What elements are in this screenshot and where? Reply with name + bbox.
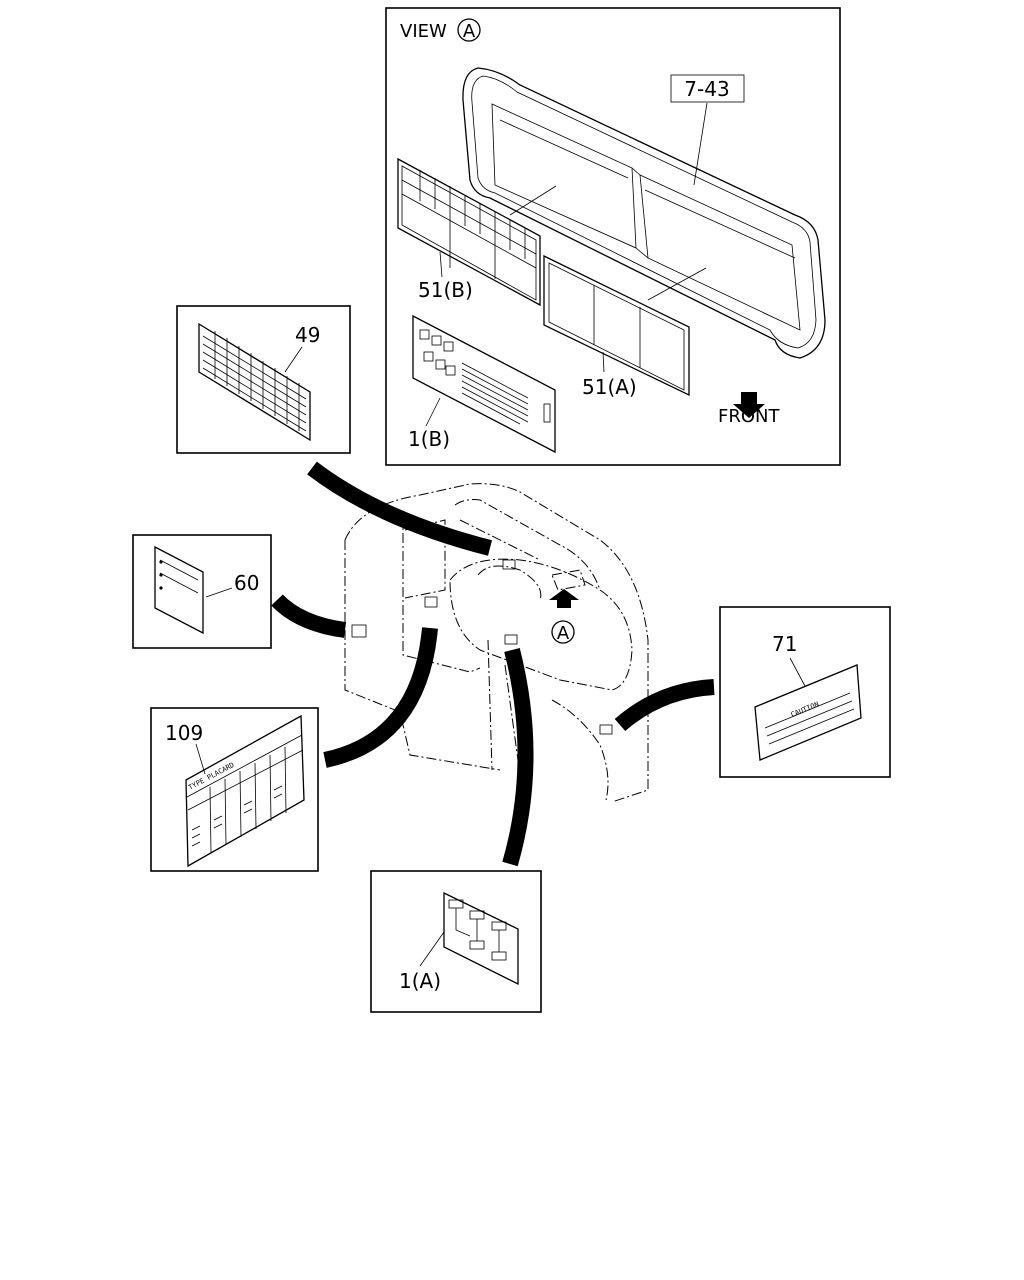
view-marker-circle (551, 620, 575, 644)
box-49: 49 (176, 305, 351, 454)
up-arrow-icon (549, 589, 579, 608)
callout-51b: 51(B) (418, 278, 473, 302)
callout-51a: 51(A) (582, 375, 637, 399)
box-109: TYPE PLACARD 109 (150, 707, 319, 872)
callout-60: 60 (234, 571, 259, 595)
view-title-marker: A (463, 21, 476, 42)
callout-7-43: 7-43 (684, 77, 729, 101)
box-1a: 1(A) (370, 870, 542, 1013)
leader-1a (502, 648, 534, 867)
callout-1a: 1(A) (399, 969, 441, 993)
callout-109: 109 (165, 721, 203, 745)
view-title-marker-circle (457, 18, 481, 42)
leader-109 (323, 627, 438, 768)
callout-1b: 1(B) (408, 427, 450, 451)
sun-visor (462, 67, 826, 359)
callout-box-7-43 (670, 74, 745, 103)
label-1b (412, 314, 556, 454)
view-pointer: A (549, 589, 579, 644)
view-title: VIEW (400, 21, 447, 42)
leader-71 (614, 679, 715, 732)
front-label: FRONT (718, 406, 780, 427)
cab-outline (344, 483, 649, 803)
view-pointer-marker: A (557, 623, 570, 644)
callout-49: 49 (295, 323, 320, 347)
box-60: 60 (132, 534, 272, 649)
label-51a (543, 254, 690, 397)
callout-71: 71 (772, 632, 797, 656)
leader-curves (271, 461, 715, 867)
box-71: CAUTION 71 (719, 606, 891, 778)
view-a-box: VIEW A 7-43 51(B) (385, 7, 841, 466)
leader-49 (307, 461, 492, 556)
leader-60 (271, 594, 347, 638)
label-51b (397, 157, 541, 307)
down-arrow-icon (733, 392, 765, 418)
